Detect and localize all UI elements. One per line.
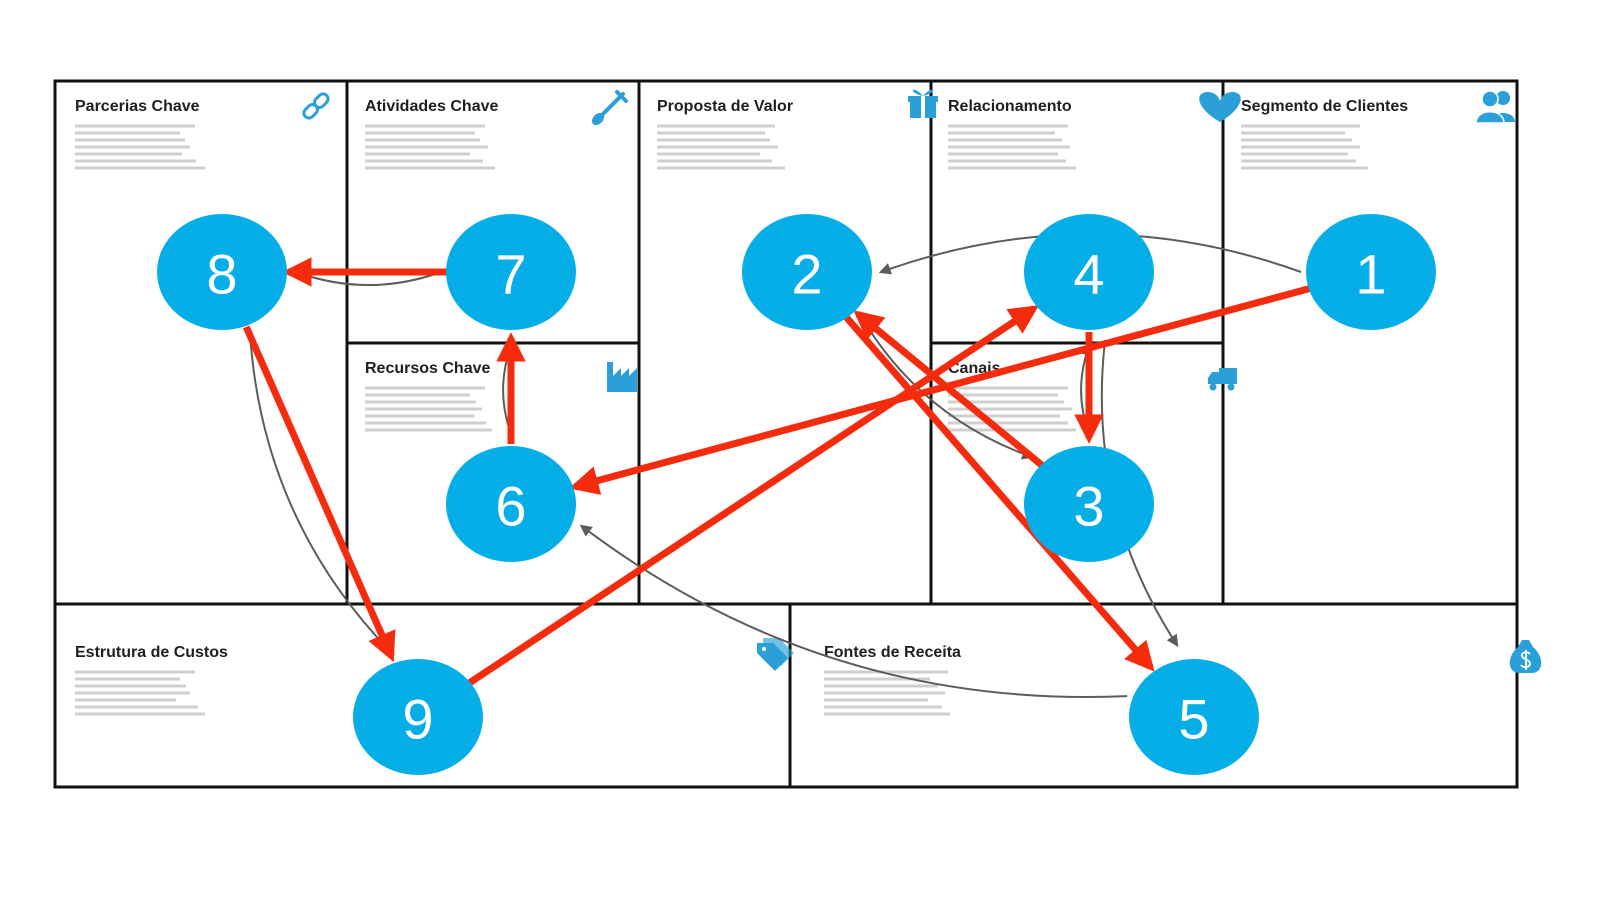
section-relacionamento: Relacionamento	[948, 92, 1241, 170]
node-4: 4	[1024, 214, 1154, 330]
node-label: 6	[495, 475, 526, 538]
placeholder-lines	[365, 386, 492, 432]
node-label: 7	[495, 243, 526, 306]
placeholder-lines	[75, 670, 205, 716]
node-circle	[1306, 214, 1436, 330]
section-atividades-chave: Atividades Chave	[365, 90, 628, 170]
secondary-arrow-7-to-8	[293, 269, 442, 286]
box-title-receita: Fontes de Receita	[824, 644, 961, 661]
canvas-grid	[53, 79, 1519, 789]
secondary-arrow-8-to-9	[249, 335, 390, 652]
node-label: 2	[791, 243, 822, 306]
node-circle	[1024, 446, 1154, 562]
primary-flow	[242, 257, 1314, 687]
placeholder-lines	[657, 124, 785, 170]
money-bag-icon	[1509, 640, 1542, 673]
placeholder-lines	[365, 124, 495, 170]
node-circle	[446, 446, 576, 562]
section-recursos-chave: Recursos Chave	[365, 360, 637, 432]
node-label: 8	[206, 243, 237, 306]
factory-icon	[607, 362, 637, 392]
box-title-recursos: Recursos Chave	[365, 360, 490, 377]
node-label: 3	[1073, 475, 1104, 538]
primary-arrow-2-to-5	[843, 314, 1155, 672]
section-estrutura-de-custos: Estrutura de Custos	[75, 638, 794, 716]
heart-icon	[1199, 92, 1241, 122]
node-6: 6	[446, 446, 576, 562]
primary-arrow-8-to-9	[242, 325, 396, 662]
placeholder-lines	[75, 124, 205, 170]
node-3: 3	[1024, 446, 1154, 562]
placeholder-lines	[948, 386, 1076, 432]
node-circle	[1024, 214, 1154, 330]
node-7: 7	[446, 214, 576, 330]
section-parcerias-chave: Parcerias Chave	[75, 92, 330, 170]
placeholder-lines	[1241, 124, 1368, 170]
node-9: 9	[353, 659, 483, 775]
primary-arrow-3-to-2	[853, 310, 1045, 469]
price-tags-icon	[757, 638, 794, 671]
box-title-proposta: Proposta de Valor	[657, 98, 793, 115]
box-title-custos: Estrutura de Custos	[75, 644, 228, 661]
node-circle	[353, 659, 483, 775]
node-8: 8	[157, 214, 287, 330]
box-title-parcerias: Parcerias Chave	[75, 98, 200, 115]
box-title-relacionamento: Relacionamento	[948, 98, 1072, 115]
section-segmento-de-clientes: Segmento de Clientes	[1241, 90, 1515, 170]
box-title-atividades: Atividades Chave	[365, 98, 498, 115]
secondary-arrow-2-to-3	[860, 315, 1035, 460]
box-title-segmento: Segmento de Clientes	[1241, 98, 1408, 115]
node-label: 9	[402, 688, 433, 751]
node-circle	[742, 214, 872, 330]
node-label: 5	[1178, 688, 1209, 751]
link-icon	[302, 92, 330, 120]
node-1: 1	[1306, 214, 1436, 330]
secondary-arrow-5-to-6	[579, 524, 1128, 699]
node-2: 2	[742, 214, 872, 330]
node-5: 5	[1129, 659, 1259, 775]
node-circle	[157, 214, 287, 330]
primary-arrow-9-to-4	[466, 305, 1039, 687]
node-label: 1	[1355, 243, 1386, 306]
node-circle	[446, 214, 576, 330]
step-nodes: 1 2 3 4 5 6 7 8 9	[157, 214, 1436, 775]
node-label: 4	[1073, 243, 1104, 306]
section-proposta-de-valor: Proposta de Valor	[657, 89, 938, 170]
section-fontes-de-receita: Fontes de Receita	[824, 640, 1542, 716]
shovel-icon	[591, 90, 628, 126]
node-circle	[1129, 659, 1259, 775]
users-icon	[1475, 90, 1515, 124]
placeholder-lines	[948, 124, 1076, 170]
gift-icon	[908, 89, 938, 118]
truck-icon	[1208, 368, 1237, 391]
